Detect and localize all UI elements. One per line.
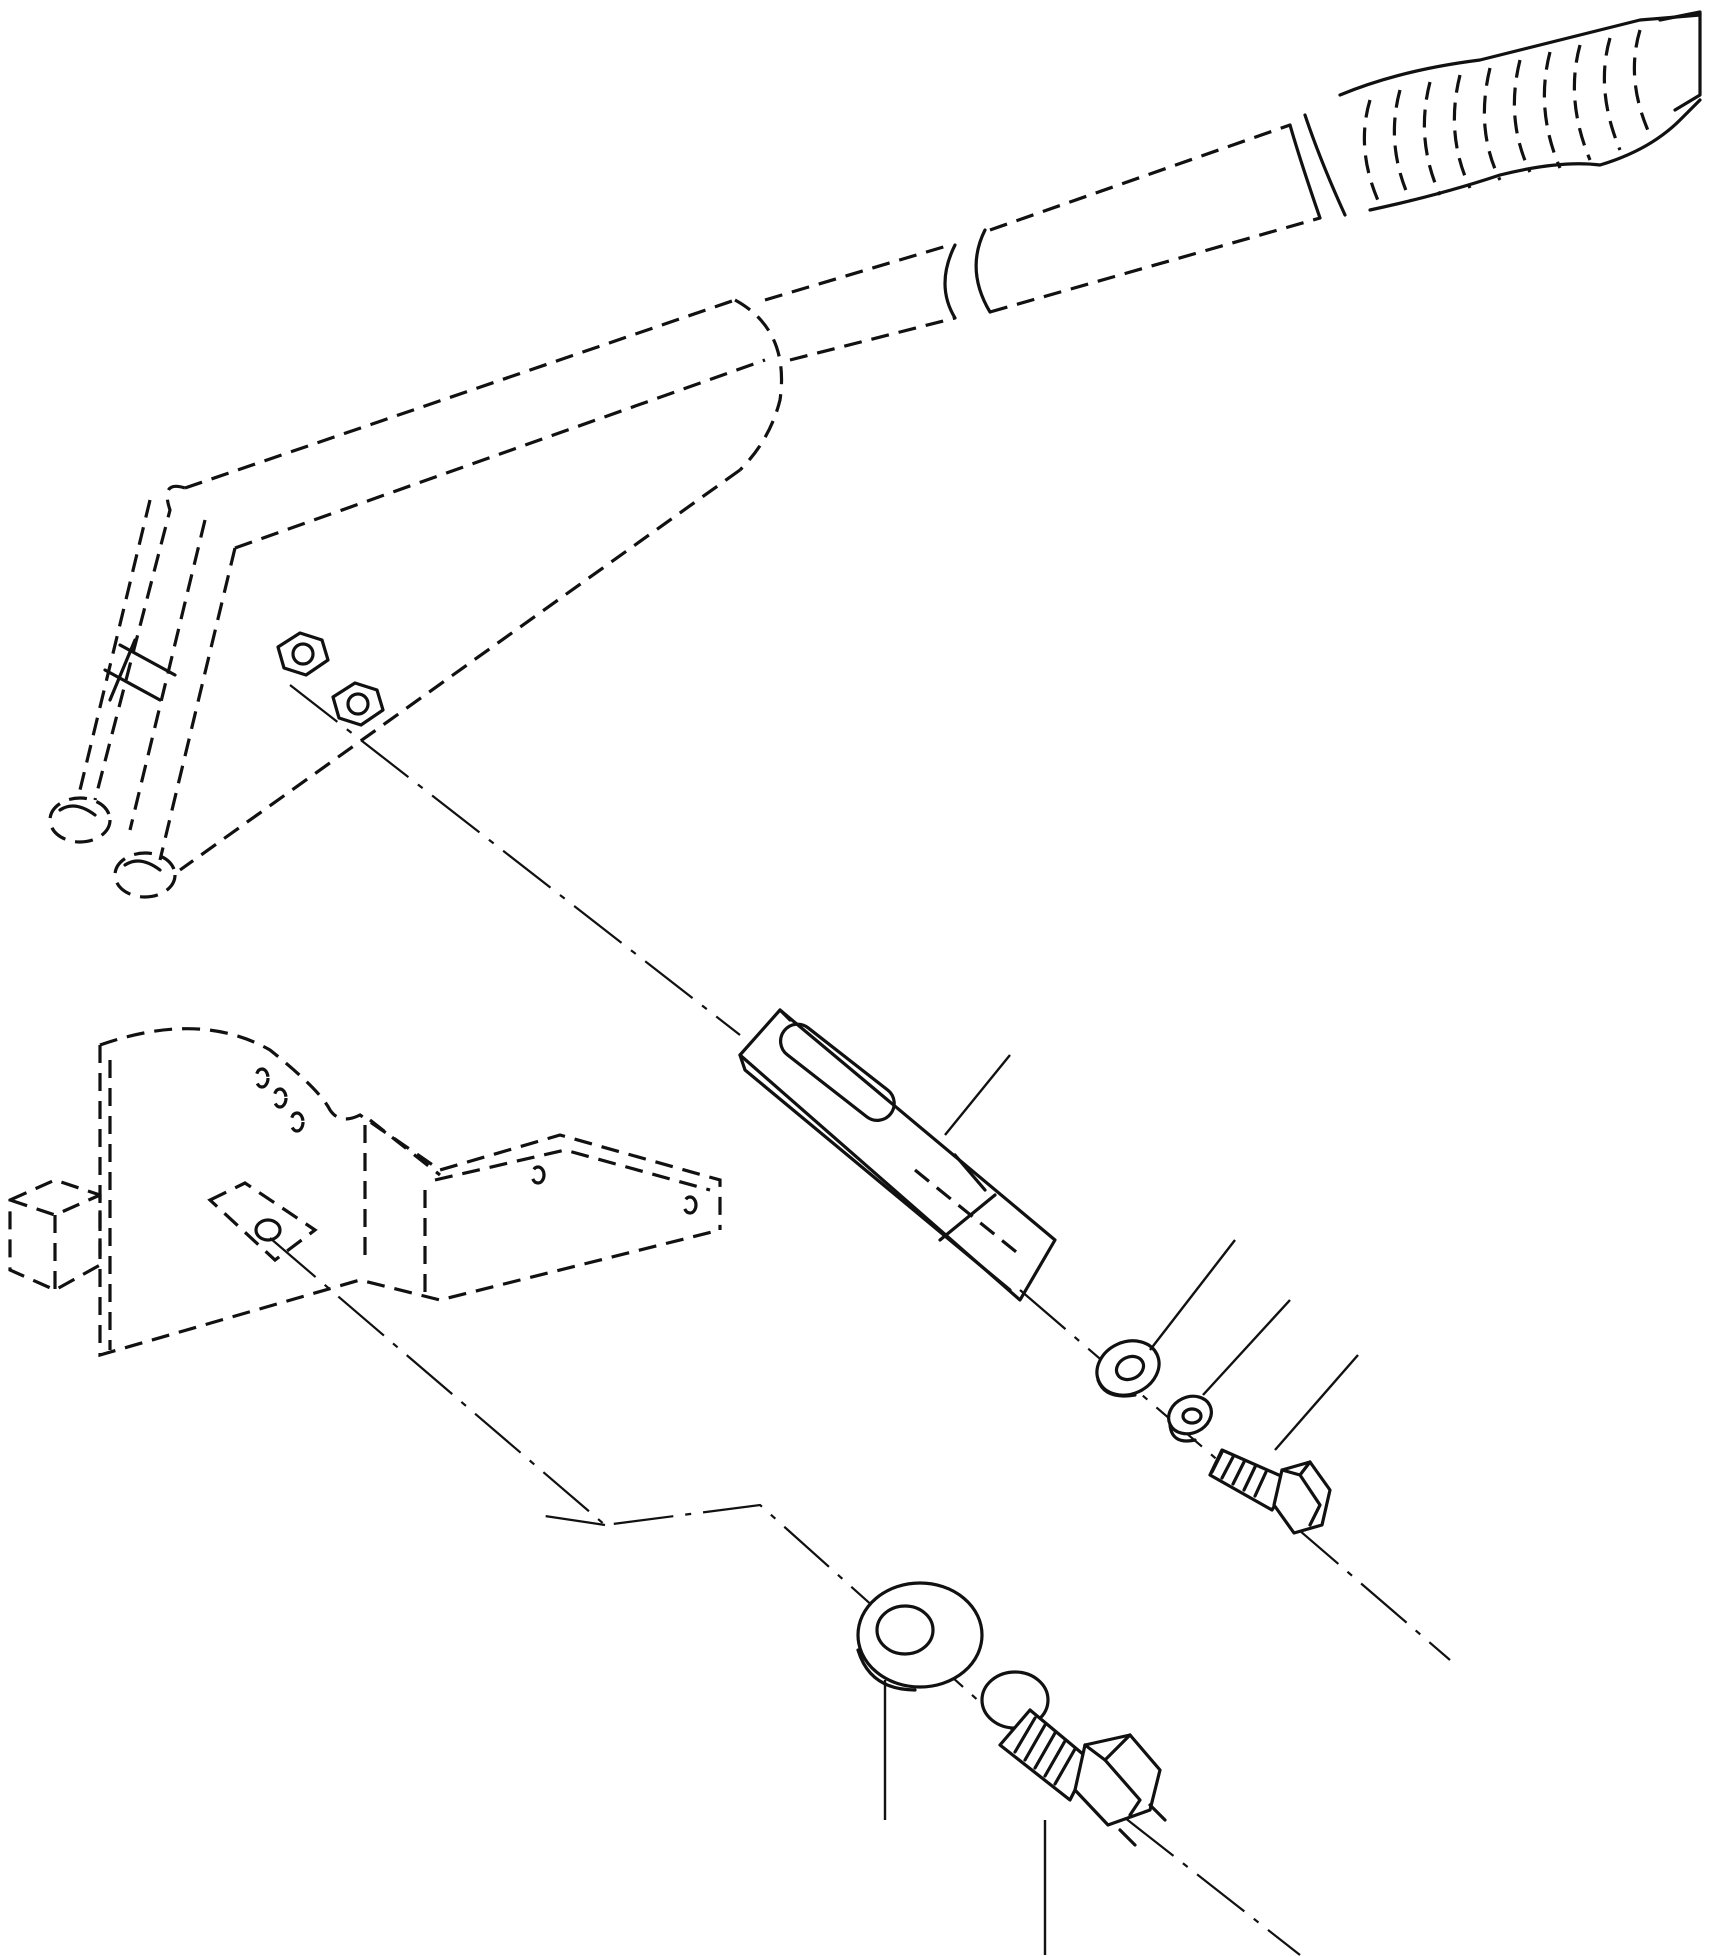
lever-grip bbox=[1288, 10, 1702, 220]
brake-lever-arm bbox=[48, 123, 1321, 899]
bolt-thread bbox=[1210, 1450, 1268, 1498]
leader-lock-washer bbox=[1202, 1299, 1291, 1396]
brake-switch bbox=[980, 1670, 1167, 1847]
mounting-bracket bbox=[8, 1027, 722, 1358]
axis-leader-segment bbox=[544, 1514, 606, 1527]
switch-thread bbox=[1013, 1716, 1077, 1786]
slotted-contact-plate bbox=[738, 1008, 1057, 1302]
hex-bolt bbox=[1208, 1448, 1332, 1535]
leader-flat-washer bbox=[1149, 1239, 1236, 1351]
leader-plate bbox=[944, 1054, 1011, 1136]
axis-lever-to-plate bbox=[289, 684, 741, 1036]
grip-ridges bbox=[1362, 29, 1652, 206]
spacer-ring bbox=[856, 1581, 984, 1692]
leader-bolt bbox=[1274, 1354, 1359, 1451]
lever-nut-2 bbox=[331, 681, 385, 727]
lock-washer bbox=[1167, 1394, 1213, 1443]
flat-washer bbox=[1095, 1339, 1161, 1398]
lever-nut-1 bbox=[276, 631, 330, 677]
